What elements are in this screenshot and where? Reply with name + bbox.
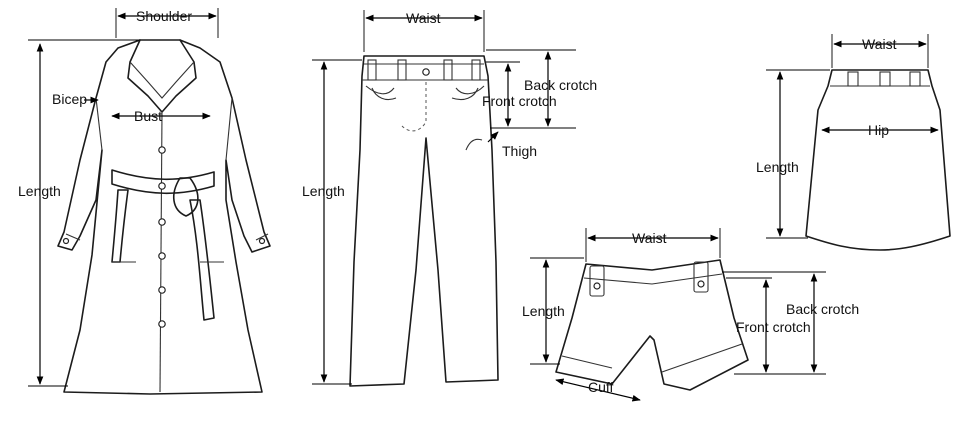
shorts-measurements bbox=[530, 228, 826, 402]
label-pants-waist: Waist bbox=[406, 10, 441, 26]
coat-drawing bbox=[57, 39, 271, 395]
skirt-drawing bbox=[805, 69, 951, 251]
skirt-measurements bbox=[766, 34, 939, 239]
label-skirt-length: Length bbox=[756, 159, 799, 175]
label-shorts-waist: Waist bbox=[632, 230, 667, 246]
label-pants-back-crotch: Back crotch bbox=[524, 77, 597, 93]
coat-measurements bbox=[28, 8, 219, 387]
label-coat-bust: Bust bbox=[134, 108, 162, 124]
pants-drawing bbox=[349, 55, 499, 387]
label-shorts-back-crotch: Back crotch bbox=[786, 301, 859, 317]
shorts-drawing bbox=[555, 259, 749, 391]
label-skirt-waist: Waist bbox=[862, 36, 897, 52]
label-pants-thigh: Thigh bbox=[502, 143, 537, 159]
pants-measurements bbox=[312, 10, 576, 385]
label-shorts-length: Length bbox=[522, 303, 565, 319]
label-coat-bicep: Bicep bbox=[52, 91, 87, 107]
label-coat-shoulder: Shoulder bbox=[136, 8, 192, 24]
label-shorts-cuff: Cuff bbox=[588, 379, 614, 395]
label-coat-length: Length bbox=[18, 183, 61, 199]
label-shorts-front-crotch: Front crotch bbox=[736, 319, 811, 335]
label-skirt-hip: Hip bbox=[868, 122, 889, 138]
label-pants-front-crotch: Front crotch bbox=[482, 93, 557, 109]
label-pants-length: Length bbox=[302, 183, 345, 199]
labels: Shoulder Bicep Bust Length Waist Back cr… bbox=[18, 8, 897, 395]
